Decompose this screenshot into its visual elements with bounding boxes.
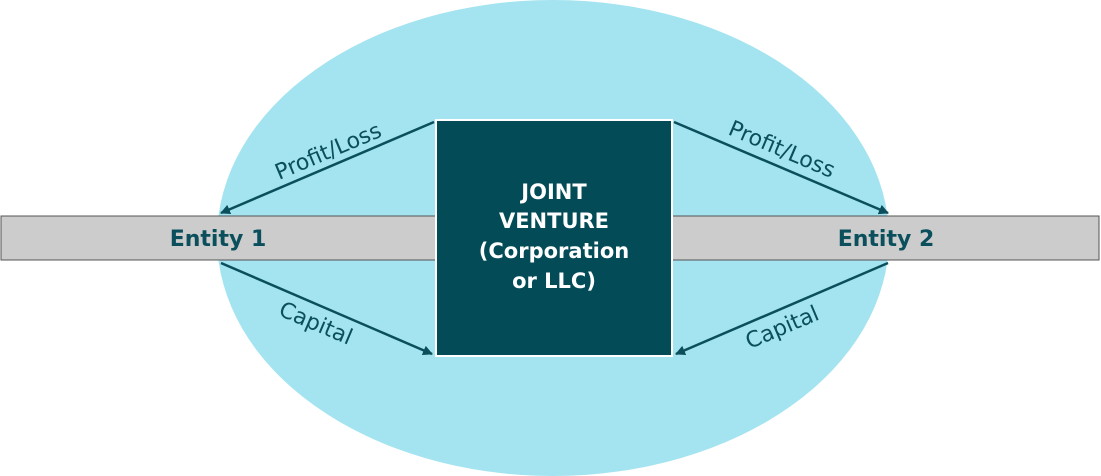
profit-loss-left-arrow — [220, 120, 435, 215]
jv-line-3: (Corporation — [479, 239, 629, 263]
entity-1-label: Entity 1 — [170, 227, 267, 252]
profit-loss-right-arrow — [673, 120, 889, 215]
joint-venture-box — [435, 119, 673, 357]
jv-line-2: VENTURE — [499, 209, 609, 233]
entity-2-label: Entity 2 — [838, 227, 935, 252]
capital-left-arrow — [220, 261, 433, 356]
capital-right-arrow — [675, 261, 889, 356]
jv-line-4: or LLC) — [512, 269, 596, 293]
jv-line-1: JOINT — [519, 180, 587, 204]
